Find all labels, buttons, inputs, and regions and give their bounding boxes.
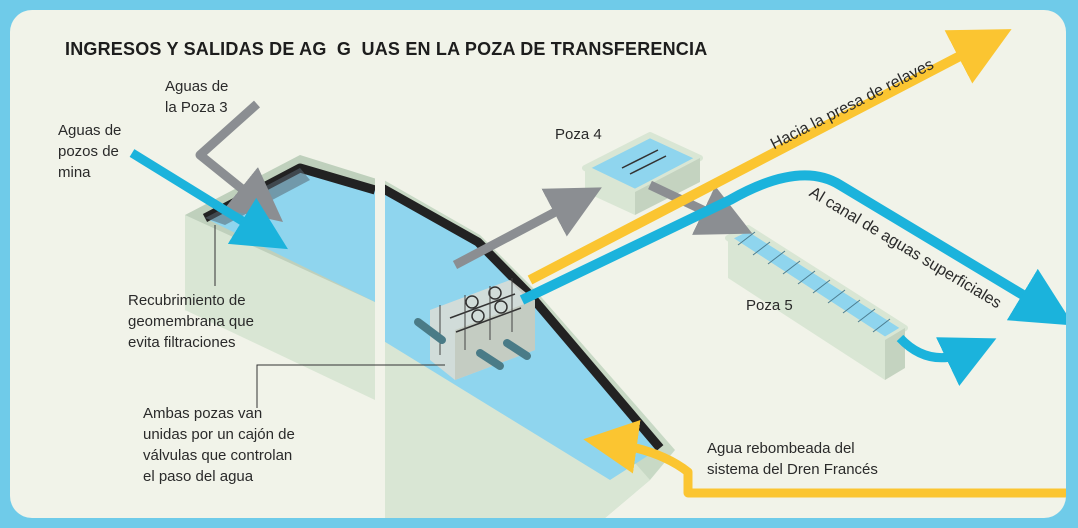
poza4-tank <box>582 132 703 215</box>
valve-box <box>414 278 535 380</box>
label-aguas-pozos-mina: Aguas de pozos de mina <box>58 122 122 181</box>
leader-lines <box>214 225 445 408</box>
arrow-poza4-to-poza5 <box>648 180 753 235</box>
arrow-to-canal <box>519 170 1066 326</box>
transfer-pool <box>185 155 380 400</box>
label-poza5: Poza 5 <box>746 297 793 314</box>
label-aguas-poza3: Aguas de la Poza 3 <box>165 78 229 116</box>
diagram-frame: INGRESOS Y SALIDAS DE AG G UAS EN LA POZ… <box>10 10 1066 518</box>
arrow-dren-frances <box>583 420 1066 498</box>
diagram-canvas <box>129 29 1066 518</box>
arrow-pozos-mina-in <box>129 149 288 250</box>
arrow-to-presa-relaves <box>527 29 1012 285</box>
arrow-poza5-out <box>896 334 997 386</box>
label-agua-rebombeada: Agua rebombeada del sistema del Dren Fra… <box>707 440 878 478</box>
diagram-title: INGRESOS Y SALIDAS DE AG G UAS EN LA POZ… <box>65 39 708 59</box>
label-ambas-pozas: Ambas pozas van unidas por un cajón de v… <box>143 405 295 485</box>
label-poza4: Poza 4 <box>555 126 602 143</box>
label-recubrimiento: Recubrimiento de geomembrana que evita f… <box>128 292 254 351</box>
arrow-poza3-in <box>195 100 284 222</box>
arrow-to-poza4 <box>452 187 602 269</box>
flow-arrows <box>129 29 1066 498</box>
leader-valvulas <box>256 364 445 408</box>
